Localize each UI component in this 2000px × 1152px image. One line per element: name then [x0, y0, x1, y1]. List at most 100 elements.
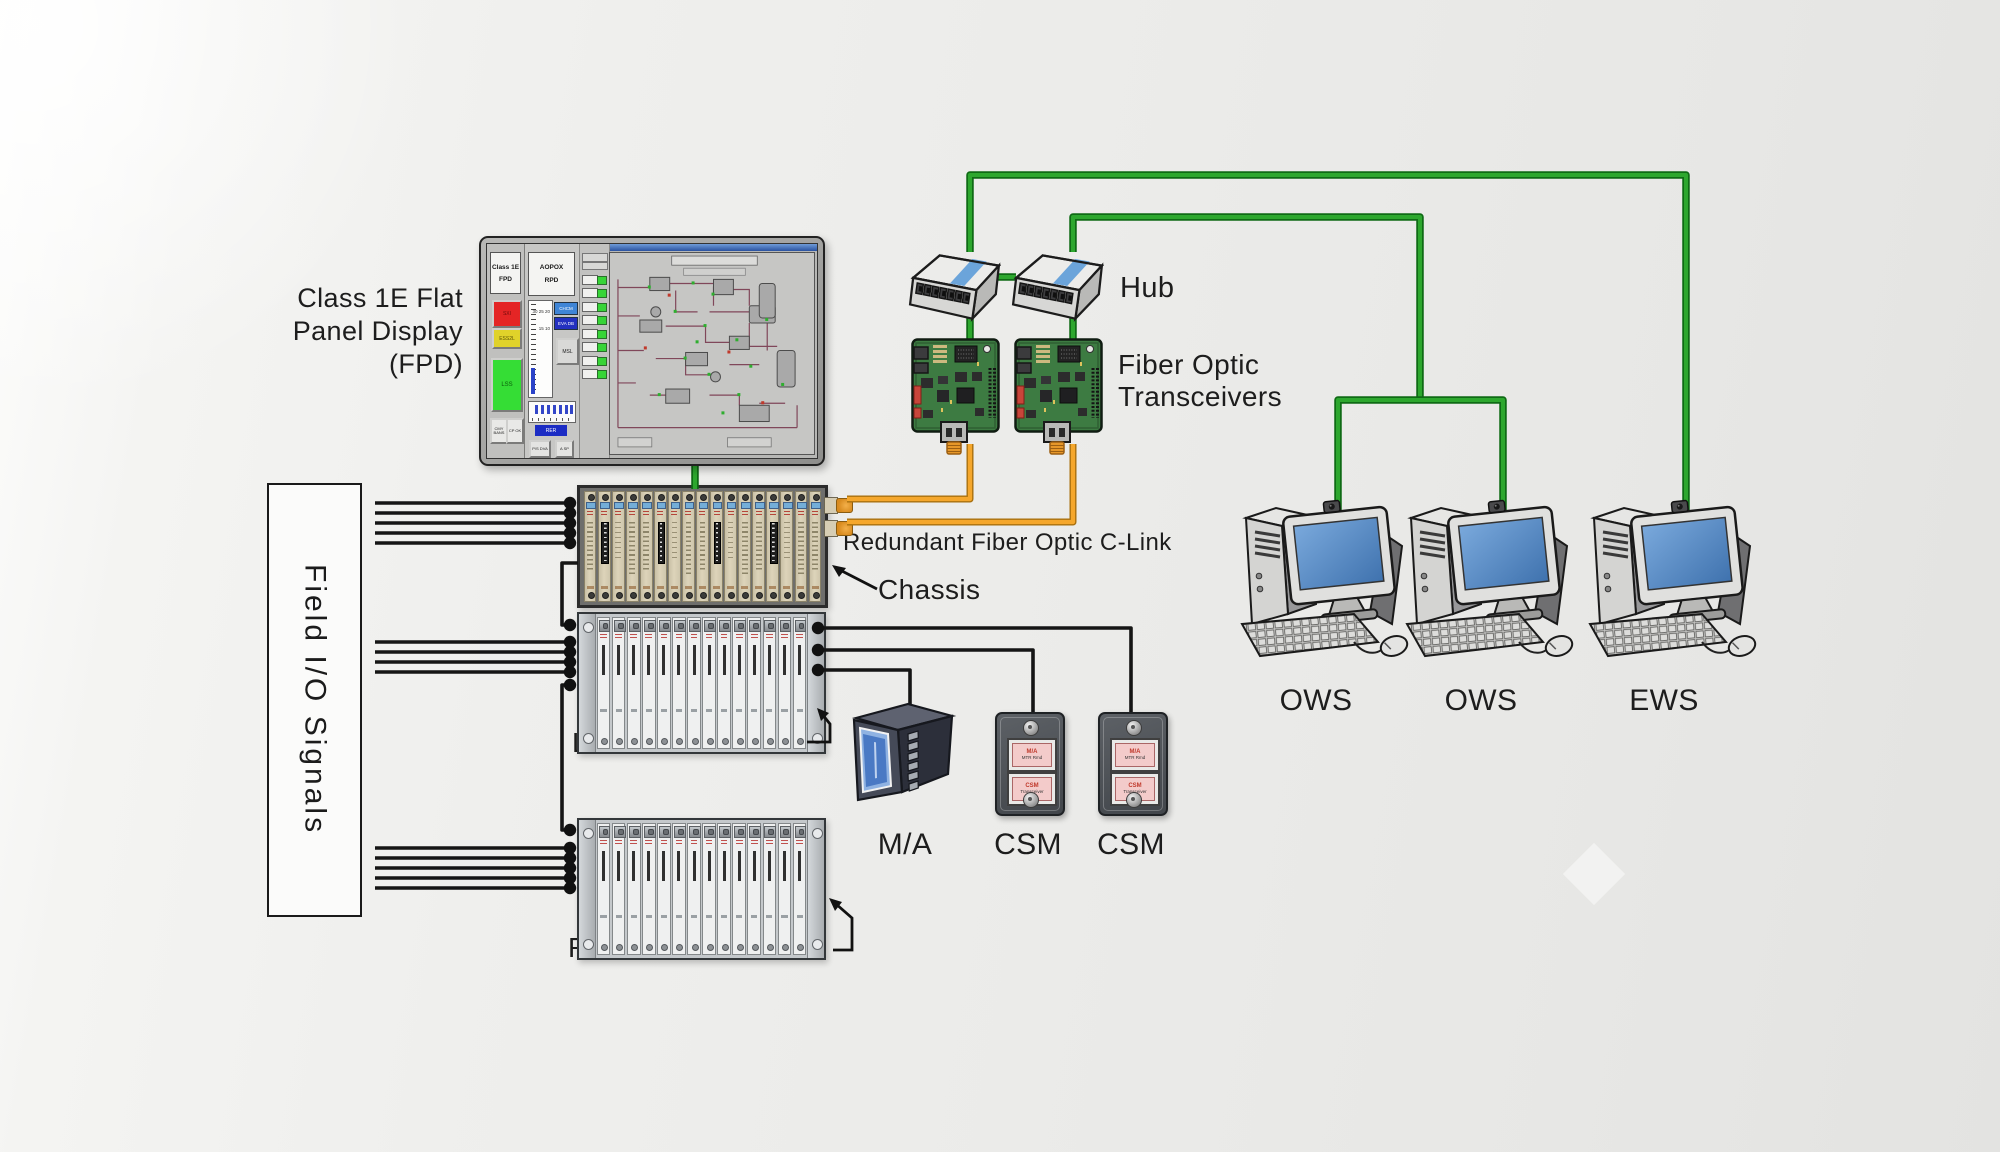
green-led-icon: [597, 356, 607, 366]
io-card: [687, 823, 701, 955]
fpd-indicator-row: [582, 301, 607, 312]
remote-pointer: [833, 902, 854, 952]
fpd-bar-indicator: [528, 401, 576, 423]
process-mimic: [617, 255, 798, 448]
fpd-indicator-row: [582, 274, 607, 285]
io-card: [747, 823, 762, 955]
green-led-icon: [597, 329, 607, 339]
fiber-optic-label: Fiber Optic Transceivers: [1118, 349, 1282, 413]
clink-connector-2: [824, 519, 854, 537]
chassis-card: [696, 491, 709, 602]
fpd-caption: Class 1E Flat Panel Display (FPD): [205, 282, 463, 381]
fiber-optic-line2: Transceivers: [1118, 381, 1283, 412]
ows2-label: OWS: [1444, 684, 1518, 717]
io-card: [762, 617, 777, 749]
hub-label: Hub: [1120, 272, 1175, 304]
field-io-signals-label: Field I/O Signals: [298, 564, 332, 836]
fiber-optic-transceiver-1: [911, 338, 1000, 456]
link-main-local: [560, 561, 578, 627]
ma-label: M/A: [877, 828, 933, 861]
local-io-cards: [596, 617, 807, 749]
main-chassis: [577, 485, 853, 608]
fiber-optic-line1: Fiber Optic: [1118, 349, 1260, 380]
screw-icon: [1023, 720, 1039, 736]
fpd-yellow-button[interactable]: ESS2L: [492, 328, 522, 349]
fpd-caption-line3: (FPD): [389, 349, 463, 379]
fpd-bottom-button-2[interactable]: A SP: [555, 440, 574, 458]
csm2-label: CSM: [1097, 828, 1165, 861]
fpd-class1e-header: Class 1E FPD: [490, 252, 521, 294]
hub-1: [908, 254, 1001, 320]
fpd-vertical-scale: 30 25 20 15 10: [528, 300, 553, 398]
csm2-ma-button[interactable]: M/A MTR Rmd: [1110, 738, 1160, 772]
fpd-indicator-row: [582, 342, 607, 352]
main-chassis-cards: [583, 491, 822, 602]
hub-2: [1011, 254, 1104, 320]
io-card: [702, 823, 716, 955]
chassis-card: [724, 491, 738, 602]
local-io-chassis: [577, 612, 826, 754]
chassis-card: [667, 491, 681, 602]
fpd-left-column: Class 1E FPD SXI ESS2L LSS CMY BANS CP O…: [487, 244, 525, 458]
fpd-msl-button[interactable]: MSL: [556, 338, 579, 365]
io-card: [611, 823, 626, 955]
io-card: [641, 617, 656, 749]
fpd-red-button[interactable]: SXI: [492, 300, 522, 328]
io-card: [641, 823, 656, 955]
chassis-card: [752, 491, 766, 602]
csm-btn-sublabel: Transceiver: [1123, 789, 1146, 796]
fpd-rpd-label: RPD: [544, 277, 559, 284]
csm-btn-sublabel: MTR Rmd: [1021, 755, 1043, 760]
field-bundle-local: [375, 640, 570, 674]
chassis-card: [597, 491, 611, 602]
io-card: [732, 823, 747, 955]
chassis-card: [682, 491, 695, 602]
fpd-indicator-row: [582, 369, 607, 379]
fpd-fpd-label: FPD: [499, 275, 512, 283]
chassis-card: [766, 491, 780, 602]
green-network-links: [691, 171, 1690, 515]
fiber-optic-transceiver-2: [1014, 338, 1103, 456]
workstation-ows-1: [1240, 496, 1412, 661]
fpd-aopox-label: AOPOX: [539, 264, 564, 271]
class1e-fpd-monitor: Class 1E FPD SXI ESS2L LSS CMY BANS CP O…: [479, 236, 825, 466]
fpd-scale-ticks: 30 25 20 15 10: [532, 309, 550, 331]
fpd-indicator-row: [582, 288, 607, 298]
fpd-green-button[interactable]: LSS: [491, 358, 523, 412]
csm1-ma-button[interactable]: M/A MTR Rmd: [1007, 738, 1057, 772]
io-card: [717, 823, 732, 955]
fpd-indicator-row: [582, 328, 607, 339]
io-card: [732, 617, 747, 749]
io-card: [611, 617, 626, 749]
green-led-icon: [597, 289, 607, 298]
fpd-indicator-row: [582, 315, 607, 325]
fpd-value-badge-1: CHCM: [554, 302, 578, 315]
io-card: [657, 823, 671, 955]
io-card: [657, 617, 671, 749]
fpd-indicator-column: [580, 244, 610, 458]
csm-panel-1: M/A MTR Rmd CSM Transceiver: [995, 712, 1065, 816]
fpd-caption-line2: Panel Display: [292, 316, 463, 346]
screw-icon: [1023, 792, 1039, 808]
ma-station: [851, 702, 957, 802]
remote-arrowhead: [829, 898, 842, 911]
fpd-bottom-button-1[interactable]: P/S DVA: [529, 440, 551, 458]
ma-buttons[interactable]: [907, 730, 919, 792]
csm-btn-sublabel: MTR Rmd: [1124, 755, 1146, 760]
screw-icon: [1126, 720, 1142, 736]
fpd-rer-bar: RER: [535, 425, 567, 436]
io-card: [792, 823, 807, 955]
io-card: [792, 617, 807, 749]
ows1-label: OWS: [1279, 684, 1353, 717]
field-bundle-remote: [375, 846, 570, 890]
fpd-small-button-2[interactable]: CP OK: [506, 418, 524, 444]
io-card: [702, 617, 716, 749]
chassis-arrowhead: [832, 565, 846, 577]
chassis-card: [653, 491, 667, 602]
chassis-card: [808, 491, 822, 602]
csm-btn-label: CSM: [1128, 782, 1142, 789]
csm-panel-2: M/A MTR Rmd CSM Transceiver: [1098, 712, 1168, 816]
io-card: [687, 617, 701, 749]
csm-btn-label: M/A: [1026, 748, 1038, 755]
chassis-card: [738, 491, 752, 602]
